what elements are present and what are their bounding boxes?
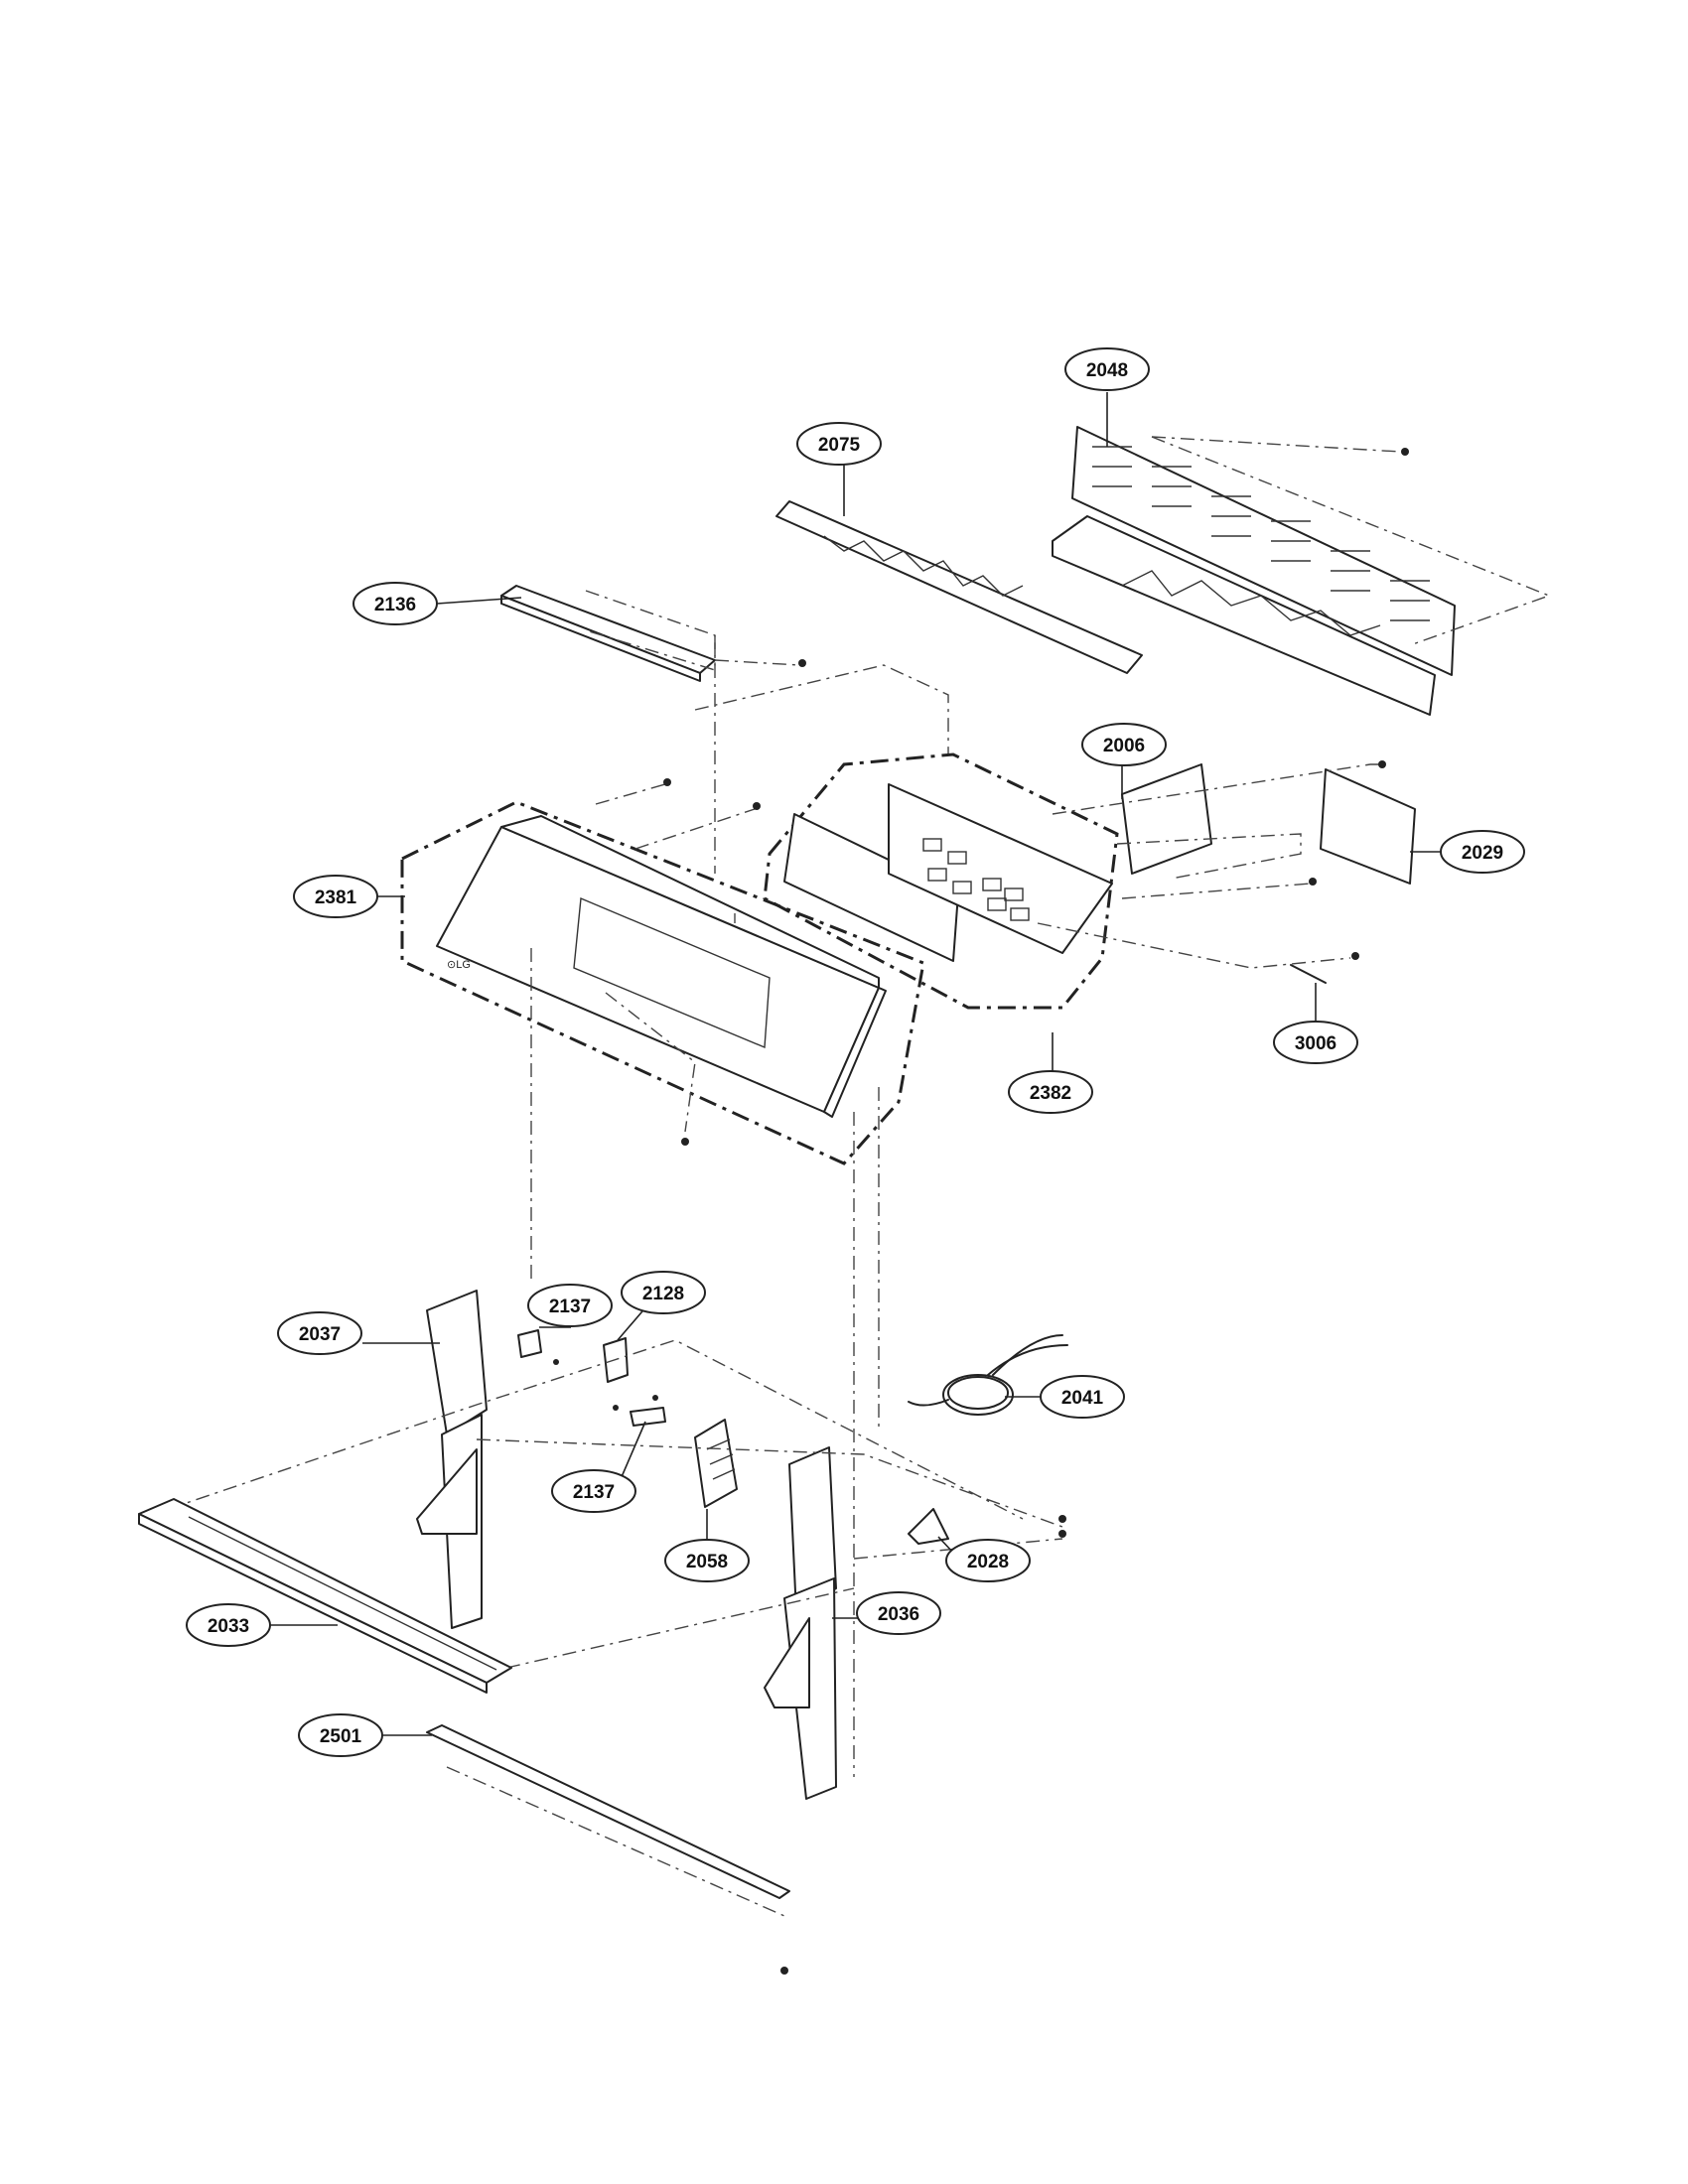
screw-icon	[1401, 448, 1409, 456]
brand-logo: ⊙LG	[447, 959, 471, 971]
callout-label: 2075	[818, 435, 861, 456]
screw-icon	[798, 659, 806, 667]
callout-label: 2006	[1103, 736, 1145, 756]
screw-icon	[652, 1395, 658, 1401]
callout-2029[interactable]: 2029	[1440, 830, 1525, 874]
callout-2006[interactable]: 2006	[1081, 723, 1167, 766]
callout-label: 2033	[208, 1616, 249, 1637]
part-2037-left-bracket[interactable]	[416, 1290, 488, 1629]
callout-2136[interactable]: 2136	[352, 582, 438, 625]
callout-2381[interactable]: 2381	[293, 875, 378, 918]
callout-2137-lower[interactable]: 2137	[551, 1469, 636, 1513]
screw-icon	[1309, 878, 1317, 886]
callout-label: 2037	[299, 1324, 341, 1345]
screw-icon	[663, 778, 671, 786]
screw-icon	[780, 1967, 788, 1975]
callout-label: 2028	[967, 1552, 1009, 1572]
part-3006-rod[interactable]	[1290, 964, 1327, 984]
part-2075-insulation-sheet[interactable]	[775, 500, 1143, 674]
callout-2382[interactable]: 2382	[1008, 1070, 1093, 1114]
screw-icon	[681, 1138, 689, 1146]
part-2028-small-bracket[interactable]	[908, 1508, 949, 1545]
callout-label: 2128	[642, 1284, 684, 1304]
callout-3006[interactable]: 3006	[1273, 1021, 1358, 1064]
callout-2048[interactable]: 2048	[1064, 347, 1150, 391]
part-2048-vent-panel[interactable]	[1052, 426, 1456, 716]
callout-2036[interactable]: 2036	[856, 1591, 941, 1635]
screw-icon	[1058, 1530, 1066, 1538]
part-2501-trim-strip[interactable]	[426, 1724, 790, 1899]
part-2136-top-bracket[interactable]	[500, 585, 716, 682]
part-2041-wire-harness[interactable]	[908, 1334, 1068, 1416]
callout-2075[interactable]: 2075	[796, 422, 882, 466]
part-2029-shield[interactable]	[1320, 768, 1416, 885]
callout-label: 2041	[1061, 1388, 1104, 1409]
part-2033-front-rail[interactable]	[138, 1498, 512, 1694]
screw-icon	[1058, 1515, 1066, 1523]
callout-label: 2136	[374, 595, 416, 615]
callout-2033[interactable]: 2033	[186, 1603, 271, 1647]
callout-label: 2048	[1086, 360, 1128, 381]
screw-icon	[1378, 760, 1386, 768]
part-2381-control-panel[interactable]: ⊙LG	[436, 815, 887, 1118]
callout-2501[interactable]: 2501	[298, 1713, 383, 1757]
part-2137-clip-upper[interactable]	[517, 1329, 542, 1358]
screw-icon	[753, 802, 761, 810]
part-2137-clip-lower[interactable]	[630, 1407, 666, 1427]
callout-2058[interactable]: 2058	[664, 1539, 750, 1582]
part-2036-right-bracket[interactable]	[764, 1446, 837, 1800]
screw-icon	[613, 1405, 619, 1411]
callout-label: 2029	[1462, 843, 1503, 864]
callout-2128[interactable]: 2128	[621, 1271, 706, 1314]
screw-icon	[553, 1359, 559, 1365]
part-2058-terminal-block[interactable]	[694, 1419, 738, 1508]
part-2006-cover[interactable]	[1121, 763, 1212, 875]
callout-2041[interactable]: 2041	[1040, 1375, 1125, 1419]
callout-label: 2382	[1030, 1083, 1071, 1104]
callout-label: 2137	[573, 1482, 615, 1503]
callout-label: 2381	[315, 887, 357, 908]
callout-label: 3006	[1295, 1033, 1336, 1054]
callout-label: 2036	[878, 1604, 919, 1625]
callout-label: 2137	[549, 1297, 591, 1317]
callout-label: 2501	[320, 1726, 362, 1747]
screw-icon	[1351, 952, 1359, 960]
callout-2137-upper[interactable]: 2137	[527, 1284, 613, 1327]
callout-2037[interactable]: 2037	[277, 1311, 362, 1355]
callout-2028[interactable]: 2028	[945, 1539, 1031, 1582]
callout-label: 2058	[686, 1552, 728, 1572]
part-2382-control-board[interactable]	[783, 783, 1113, 962]
